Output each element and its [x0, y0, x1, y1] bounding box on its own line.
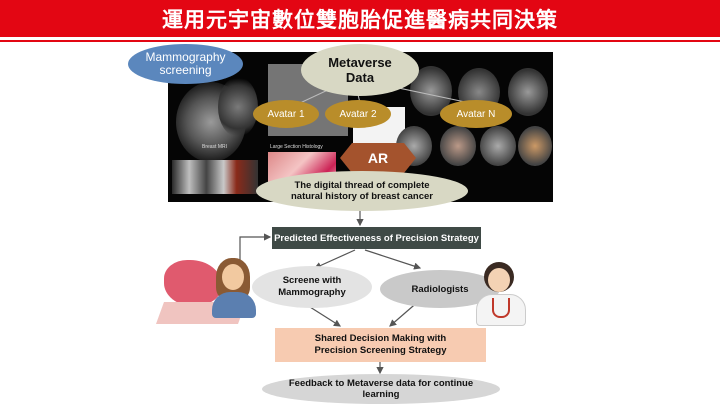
avatar-2-label: Avatar 2 — [339, 108, 377, 120]
breast-model-shape — [164, 260, 222, 306]
doctor-illustration — [474, 262, 526, 326]
stethoscope-icon — [492, 298, 510, 318]
avatar-1-label: Avatar 1 — [267, 108, 305, 120]
predicted-effectiveness-label: Predicted Effectiveness of Precision Str… — [274, 232, 479, 244]
shared-decision-box: Shared Decision Making with Precision Sc… — [275, 328, 486, 362]
screene-mammography-oval: Screene with Mammography — [252, 266, 372, 308]
breast-mri-image — [172, 160, 258, 194]
page-title: 運用元宇宙數位雙胞胎促進醫病共同決策 — [0, 0, 720, 37]
scan-image — [508, 68, 548, 116]
feedback-oval: Feedback to Metaverse data for continue … — [262, 374, 500, 404]
doctor-face — [488, 268, 510, 292]
avatar-n-oval: Avatar N — [440, 100, 512, 128]
scan-image — [480, 126, 516, 166]
mammogram-image — [218, 77, 258, 137]
metaverse-data-label: Metaverse Data — [328, 55, 392, 85]
mammography-screening-oval: Mammography screening — [128, 44, 243, 84]
breast-mri-caption: Breast MRI — [202, 144, 228, 150]
mammography-screening-label: Mammography screening — [145, 50, 226, 77]
woman-body — [212, 292, 256, 318]
large-section-caption: Large Section Histology — [270, 144, 323, 150]
scan-image — [518, 126, 552, 166]
avatar-n-label: Avatar N — [456, 108, 496, 120]
scan-image — [440, 126, 476, 166]
screene-mammography-label: Screene with Mammography — [278, 275, 346, 298]
shared-decision-label: Shared Decision Making with Precision Sc… — [314, 333, 447, 356]
metaverse-data-oval: Metaverse Data — [301, 44, 419, 96]
woman-face — [222, 264, 244, 290]
ar-hexagon — [340, 143, 416, 173]
avatar-1-oval: Avatar 1 — [253, 100, 319, 128]
doctor-coat — [476, 294, 526, 326]
ar-label: AR — [367, 150, 389, 166]
title-divider-line — [0, 40, 720, 42]
title-divider — [0, 37, 720, 40]
digital-thread-label: The digital thread of complete natural h… — [290, 180, 434, 202]
feedback-label: Feedback to Metaverse data for continue … — [288, 378, 474, 400]
radiologists-label: Radiologists — [411, 283, 469, 295]
avatar-2-oval: Avatar 2 — [325, 100, 391, 128]
patient-illustration — [155, 258, 265, 330]
predicted-effectiveness-box: Predicted Effectiveness of Precision Str… — [272, 227, 481, 249]
digital-thread-oval: The digital thread of complete natural h… — [256, 171, 468, 211]
